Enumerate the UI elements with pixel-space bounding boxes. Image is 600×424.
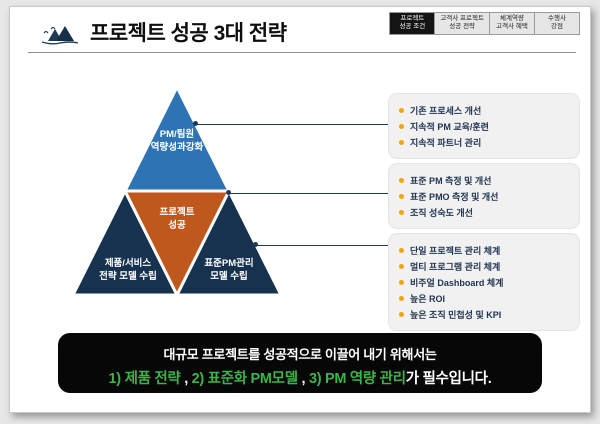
bullet-dot-icon bbox=[399, 295, 404, 301]
bullet-label: 지속적 PM 교육/훈련 bbox=[410, 121, 489, 132]
nav-tab-label: 프로젝트 bbox=[400, 15, 425, 22]
bullet-item: 높은 ROI bbox=[399, 290, 569, 306]
bullet-item: 멀티 프로그램 관리 체계 bbox=[399, 258, 569, 274]
panel-pm-competency-items: 기존 프로세스 개선 지속적 PM 교육/훈련 지속적 파트너 관리 bbox=[388, 93, 580, 159]
bullet-label: 표준 PMO 측정 및 개선 bbox=[410, 191, 499, 202]
bullet-label: 조직 성숙도 개선 bbox=[410, 207, 473, 218]
panel-standard-measurement-items: 표준 PM 측정 및 개선 표준 PMO 측정 및 개선 조직 성숙도 개선 bbox=[388, 163, 580, 229]
bullet-label: 표준 PM 측정 및 개선 bbox=[410, 175, 492, 186]
nav-tab-label: 고객사 프로젝트 bbox=[440, 15, 484, 22]
footer-highlight-standard-pm-model: 2) 표준화 PM모델 bbox=[191, 371, 298, 387]
bullet-label: 멀티 프로그램 관리 체계 bbox=[410, 261, 501, 272]
bullet-label: 비주얼 Dashboard 체계 bbox=[410, 277, 504, 288]
bullet-label: 지속적 파트너 관리 bbox=[410, 137, 482, 148]
nav-tab-label: 수행사 bbox=[548, 15, 566, 22]
nav-tab-label: 성공 전략 bbox=[449, 23, 476, 31]
pyramid-label-line: 프로젝트 bbox=[159, 207, 195, 219]
bullet-dot-icon bbox=[399, 311, 404, 317]
footer-highlight-product-strategy: 1) 제품 전략 bbox=[108, 371, 181, 387]
bullet-label: 기존 프로세스 개선 bbox=[410, 105, 482, 116]
bullet-dot-icon bbox=[399, 193, 404, 199]
nav-tab-label: 성공 조건 bbox=[399, 23, 426, 31]
connector-line-middle bbox=[229, 193, 388, 194]
bullet-dot-icon bbox=[399, 263, 404, 269]
connector-line-bottom bbox=[256, 245, 388, 246]
nav-tab-client-success-strategy[interactable]: 고객사 프로젝트 성공 전략 bbox=[435, 12, 490, 35]
pyramid-label-line: 성공 bbox=[168, 220, 186, 231]
header-divider bbox=[28, 52, 576, 53]
page-title: 프로젝트 성공 3대 전략 bbox=[90, 22, 287, 45]
bullet-item: 높은 조직 민첩성 및 KPI bbox=[399, 306, 569, 322]
bullet-dot-icon bbox=[399, 177, 404, 183]
footer-banner: 대규모 프로젝트를 성공적으로 이끌어 내기 위해서는 1) 제품 전략 , 2… bbox=[58, 333, 542, 393]
connector-dot-icon bbox=[253, 242, 258, 247]
panel-management-framework-items: 단일 프로젝트 관리 체계 멀티 프로그램 관리 체계 비주얼 Dashboar… bbox=[388, 233, 580, 331]
bullet-label: 단일 프로젝트 관리 체계 bbox=[410, 245, 501, 256]
bullet-label: 높은 조직 민첩성 및 KPI bbox=[410, 309, 502, 320]
nav-tab-vendor-strength[interactable]: 수행사 강점 bbox=[535, 12, 580, 35]
pyramid-label-standard-pm-model: 표준PM관리 모델 수립 bbox=[204, 258, 253, 284]
pyramid-label-pm-competency: PM/팀원 역량성과강화 bbox=[151, 129, 203, 155]
footer-separator: , bbox=[297, 371, 309, 387]
bullet-label: 높은 ROI bbox=[410, 293, 446, 304]
connector-dot-icon bbox=[193, 121, 198, 126]
footer-highlight-pm-competency: 3) PM 역량 관리 bbox=[308, 371, 406, 387]
pyramid-label-line: 모델 수립 bbox=[210, 271, 248, 282]
pyramid-label-product-strategy: 제품/서비스 전략 모델 수립 bbox=[99, 258, 157, 284]
pyramid-label-line: 표준PM관리 bbox=[204, 258, 254, 270]
mountain-logo-icon bbox=[41, 26, 79, 45]
bullet-item: 단일 프로젝트 관리 체계 bbox=[399, 242, 569, 258]
footer-line1: 대규모 프로젝트를 성공적으로 이끌어 내기 위해서는 bbox=[163, 347, 437, 362]
bullet-dot-icon bbox=[399, 247, 404, 253]
bullet-dot-icon bbox=[399, 107, 404, 113]
nav-tab-label: 고객사 혜택 bbox=[496, 23, 528, 31]
bullet-dot-icon bbox=[399, 123, 404, 129]
bullet-item: 표준 PM 측정 및 개선 bbox=[399, 172, 569, 188]
pyramid-label-line: 전략 모델 수립 bbox=[99, 271, 157, 282]
bullet-dot-icon bbox=[399, 209, 404, 215]
slide-nav: 프로젝트 성공 조건 고객사 프로젝트 성공 전략 체계역량 고객사 혜택 수행… bbox=[389, 12, 580, 35]
footer-line2: 1) 제품 전략 , 2) 표준화 PM모델 , 3) PM 역량 관리가 필수… bbox=[58, 367, 542, 388]
bullet-dot-icon bbox=[399, 139, 404, 145]
footer-separator: , bbox=[180, 371, 192, 387]
bullet-item: 표준 PMO 측정 및 개선 bbox=[399, 188, 569, 204]
bullet-item: 지속적 PM 교육/훈련 bbox=[399, 118, 569, 134]
bullet-item: 기존 프로세스 개선 bbox=[399, 102, 569, 118]
footer-line2-tail: 가 필수입니다. bbox=[405, 371, 492, 387]
nav-tab-client-benefit[interactable]: 체계역량 고객사 혜택 bbox=[490, 12, 535, 35]
bullet-dot-icon bbox=[399, 279, 404, 285]
bullet-item: 조직 성숙도 개선 bbox=[399, 204, 569, 220]
bullet-item: 지속적 파트너 관리 bbox=[399, 134, 569, 150]
nav-tab-project-success-conditions[interactable]: 프로젝트 성공 조건 bbox=[389, 12, 436, 35]
pyramid-label-line: 제품/서비스 bbox=[104, 258, 152, 270]
pyramid-label-line: 역량성과강화 bbox=[150, 142, 204, 153]
connector-line-top bbox=[196, 124, 388, 125]
slide: 프로젝트 성공 3대 전략 프로젝트 성공 조건 고객사 프로젝트 성공 전략 … bbox=[9, 6, 591, 413]
pyramid-label-line: PM/팀원 bbox=[159, 129, 195, 141]
nav-tab-label: 체계역량 bbox=[500, 15, 524, 22]
nav-tab-label: 강점 bbox=[551, 23, 563, 31]
bullet-item: 비주얼 Dashboard 체계 bbox=[399, 274, 569, 290]
pyramid-label-project-success: 프로젝트 성공 bbox=[160, 207, 195, 233]
connector-dot-icon bbox=[226, 190, 231, 195]
